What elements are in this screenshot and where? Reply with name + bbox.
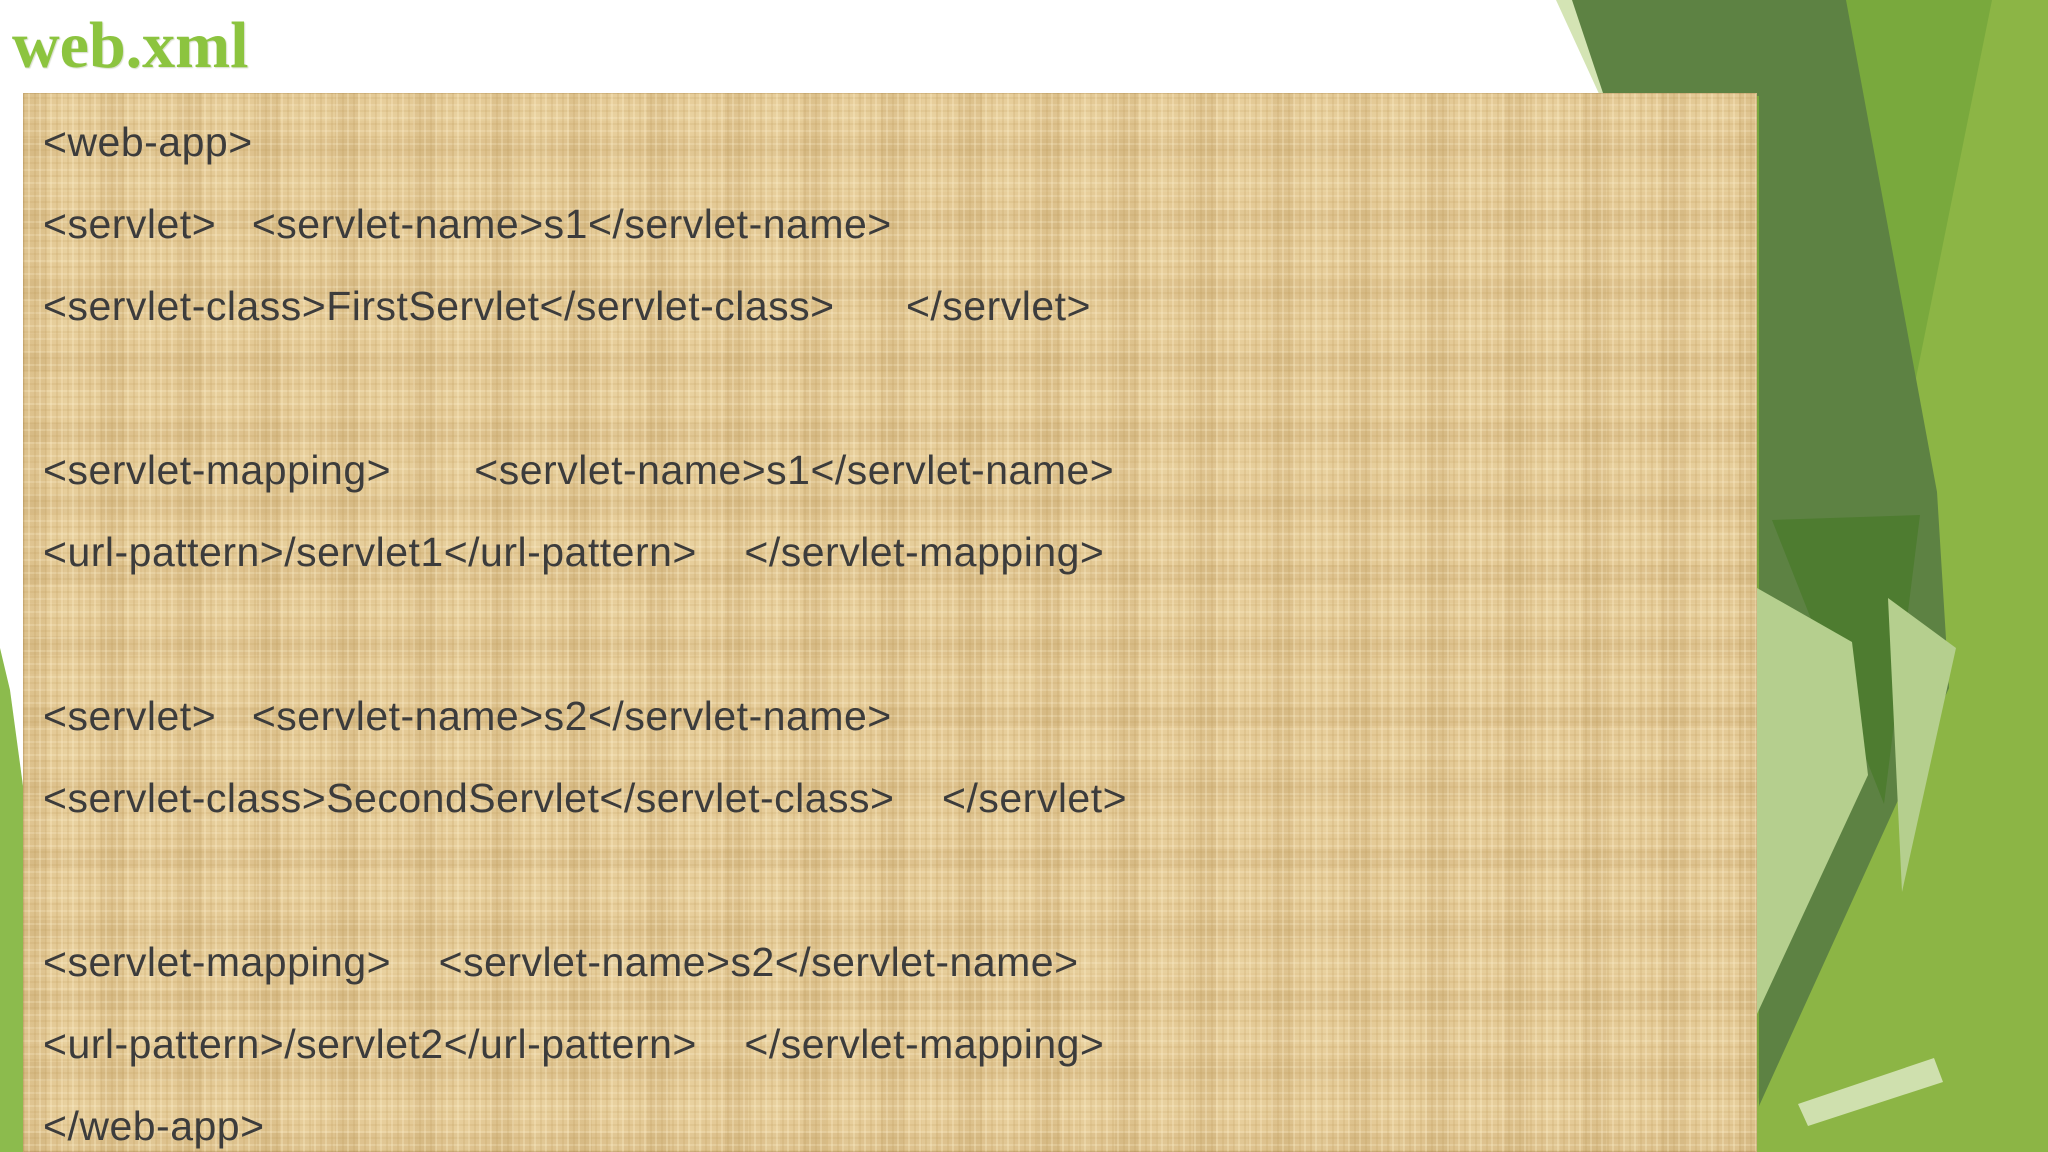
- decoration-sage-wedge-small: [1888, 598, 1956, 892]
- code-line: <servlet-mapping> <servlet-name>s1</serv…: [43, 447, 1115, 493]
- code-line: <servlet> <servlet-name>s2</servlet-name…: [43, 693, 892, 739]
- code-line-blank: [43, 593, 1757, 675]
- decoration-dark-olive-column: [1572, 0, 1949, 1106]
- code-line: <servlet-mapping> <servlet-name>s2</serv…: [43, 939, 1079, 985]
- code-line: <url-pattern>/servlet1</url-pattern> </s…: [43, 529, 1105, 575]
- decoration-sage-wedge-large: [1757, 588, 1868, 1014]
- code-line: </web-app>: [43, 1103, 265, 1149]
- code-line: <web-app>: [43, 119, 253, 165]
- decoration-pale-bottom-sliver: [1798, 1058, 1943, 1126]
- code-line: <url-pattern>/servlet2</url-pattern> </s…: [43, 1021, 1105, 1067]
- code-line: <servlet-class>SecondServlet</servlet-cl…: [43, 775, 1128, 821]
- code-line-blank: [43, 347, 1757, 429]
- code-line: <servlet-class>FirstServlet</servlet-cla…: [43, 283, 1091, 329]
- code-panel: <web-app> <servlet> <servlet-name>s1</se…: [23, 93, 1757, 1152]
- code-line-blank: [43, 839, 1757, 921]
- code-line: <servlet> <servlet-name>s1</servlet-name…: [43, 201, 892, 247]
- page-title: web.xml: [12, 9, 249, 82]
